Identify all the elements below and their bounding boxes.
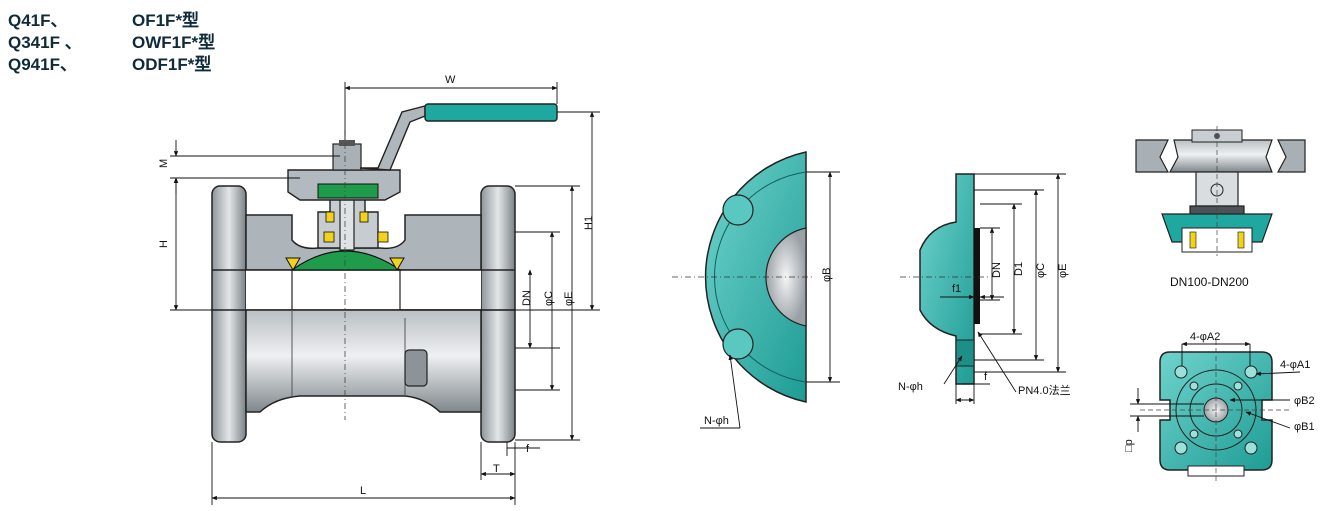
dim-square-p: □p	[1123, 439, 1135, 452]
handle-grip	[424, 103, 558, 122]
seat-right	[389, 257, 405, 271]
label-dn100-dn200: DN100-DN200	[1170, 275, 1249, 289]
handle-arm	[359, 105, 426, 171]
dim-dn: DN	[521, 290, 533, 306]
flange-face-view	[672, 151, 812, 403]
model-type-of1f: OF1F*型	[132, 11, 200, 30]
dim-h1: H1	[583, 216, 595, 230]
model-code-q941f: Q941F、	[8, 55, 77, 74]
dim-h: H	[158, 240, 170, 248]
title-row-3: Q941F、 ODF1F*型	[8, 50, 268, 74]
flange-section-body	[919, 173, 975, 385]
model-type-owf1f: OWF1F*型	[132, 33, 216, 52]
dim-d1: D1	[1013, 262, 1025, 276]
dim-phi-b2: φB2	[1294, 395, 1315, 407]
large-size-handle-detail	[1135, 126, 1306, 256]
left-flange	[211, 185, 247, 443]
bolt-hole-bottom	[722, 328, 754, 360]
model-code-q341f: Q341F 、	[8, 33, 82, 52]
title-row-1: Q41F、 OF1F*型	[8, 6, 268, 30]
model-title-block: Q41F、 OF1F*型 Q341F 、 OWF1F*型 Q941F、 ODF1F*型	[8, 6, 268, 74]
main-dimensions	[170, 82, 600, 505]
mounting-pad-view	[1140, 340, 1290, 482]
stem-nut	[332, 143, 362, 171]
dim-4-phi-a1: 4-φA1	[1280, 359, 1310, 371]
dim-t: T	[493, 463, 500, 475]
seat-left	[285, 257, 301, 271]
model-code-q41f: Q41F、	[8, 11, 68, 30]
flange-face-dims	[700, 171, 840, 429]
dim-phi-e: φE	[563, 292, 575, 306]
packing	[317, 183, 379, 199]
dim-m: M	[158, 159, 170, 168]
dim-phi-c: φC	[543, 291, 555, 306]
mounting-pad-dims	[1130, 341, 1301, 432]
body-bolt	[404, 349, 428, 387]
bore-passage	[246, 270, 481, 310]
dim-f: f	[526, 443, 530, 455]
flange-side-section	[900, 173, 990, 385]
flange-side-dims	[940, 173, 1066, 404]
valve-body-section	[211, 103, 558, 443]
model-type-odf1f: ODF1F*型	[132, 55, 212, 74]
title-row-2: Q341F 、 OWF1F*型	[8, 28, 268, 52]
dim-w: W	[445, 74, 456, 86]
dim-l: L	[360, 485, 366, 497]
label-pn40-flange: PN4.0法兰	[1018, 383, 1071, 397]
bolt-hole-top	[722, 194, 754, 226]
dim-phi-c-2: φC	[1035, 263, 1047, 278]
dim-4-phi-a2: 4-φA2	[1190, 331, 1220, 343]
body-upper-section	[245, 214, 482, 271]
raised-face	[974, 228, 980, 324]
dim-phi-b: φB	[821, 268, 833, 282]
dim-f-2: f	[984, 371, 988, 383]
dim-dn-2: DN	[991, 262, 1003, 278]
dim-phi-b1: φB1	[1294, 421, 1315, 433]
dim-phi-e-2: φE	[1057, 264, 1069, 278]
body-lower	[245, 309, 482, 413]
label-n-h-2: N-φh	[898, 381, 923, 393]
label-n-h: N-φh	[704, 415, 729, 427]
right-flange	[480, 185, 516, 443]
dim-f1: f1	[952, 283, 961, 295]
